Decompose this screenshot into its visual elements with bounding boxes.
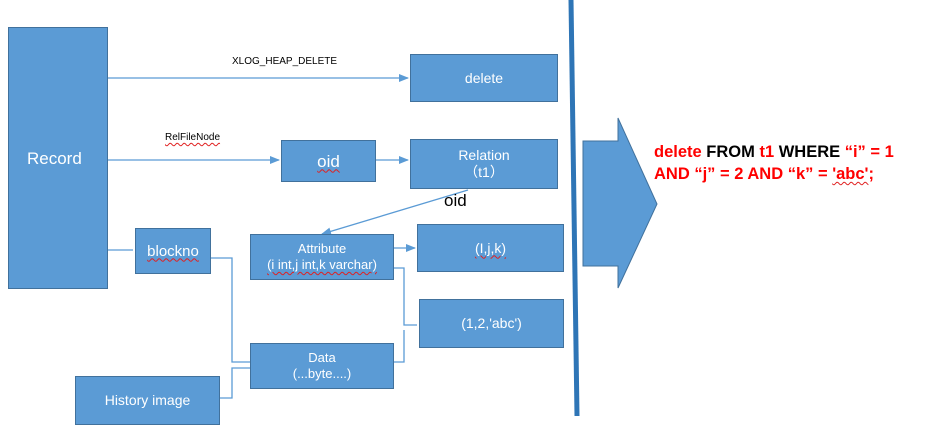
oid-label: oid	[317, 151, 340, 171]
delete-label: delete	[464, 69, 504, 86]
oid-node: oid	[281, 140, 376, 182]
sql-keyword-where: WHERE	[778, 143, 845, 161]
data-bytes: (...byte....)	[292, 366, 352, 381]
sql-condition-jk: AND “j” = 2 AND “k” =	[654, 165, 833, 183]
relation-label: Relation	[458, 147, 510, 163]
edge-attribute-values	[393, 267, 417, 326]
sql-terminator: ;	[868, 165, 874, 183]
edge-data-values	[393, 330, 405, 363]
xlog-edge-label: XLOG_HEAP_DELETE	[232, 56, 338, 67]
history-image-node: History image	[75, 376, 220, 425]
relfilenode-edge-label: RelFileNode	[165, 132, 221, 143]
relation-node: Relation （t1）	[410, 139, 558, 189]
blockno-node: blockno	[135, 228, 211, 274]
delete-node: delete	[410, 54, 558, 102]
sql-table-name: t1	[759, 143, 779, 161]
big-arrow-shape	[582, 117, 658, 289]
history-image-label: History image	[104, 392, 191, 408]
edge-relation-attribute	[321, 189, 469, 236]
divider-line	[568, 0, 580, 417]
ijk-node: (I,j,k)	[417, 224, 564, 272]
sql-line-1: delete FROM t1 WHERE “i” = 1	[654, 141, 942, 163]
edge-blockno-data	[210, 257, 250, 363]
record-node: Record	[8, 27, 108, 289]
sql-keyword-delete: delete	[654, 143, 707, 161]
record-label: Record	[27, 148, 82, 168]
sql-statement: delete FROM t1 WHERE “i” = 1 AND “j” = 2…	[654, 141, 942, 185]
oid-edge-label: oid	[444, 191, 467, 210]
data-node: Data (...byte....)	[250, 343, 394, 389]
blockno-label: blockno	[147, 242, 199, 260]
sql-condition-i: “i” = 1	[844, 143, 894, 161]
edge-history-data	[219, 367, 250, 399]
attribute-columns: (i int,j int,k varchar)	[267, 257, 377, 272]
attribute-label: Attribute	[297, 241, 347, 256]
attribute-node: Attribute (i int,j int,k varchar)	[250, 234, 394, 280]
sql-keyword-from: FROM	[706, 143, 760, 161]
relation-table: （t1）	[464, 164, 504, 180]
sql-line-2: AND “j” = 2 AND “k” = 'abc';	[654, 163, 942, 185]
values-node: (1,2,'abc')	[419, 299, 564, 348]
ijk-label: (I,j,k)	[474, 239, 507, 256]
sql-value-abc: 'abc'	[832, 165, 869, 183]
values-label: (1,2,'abc')	[461, 315, 522, 331]
data-label: Data	[308, 350, 336, 365]
